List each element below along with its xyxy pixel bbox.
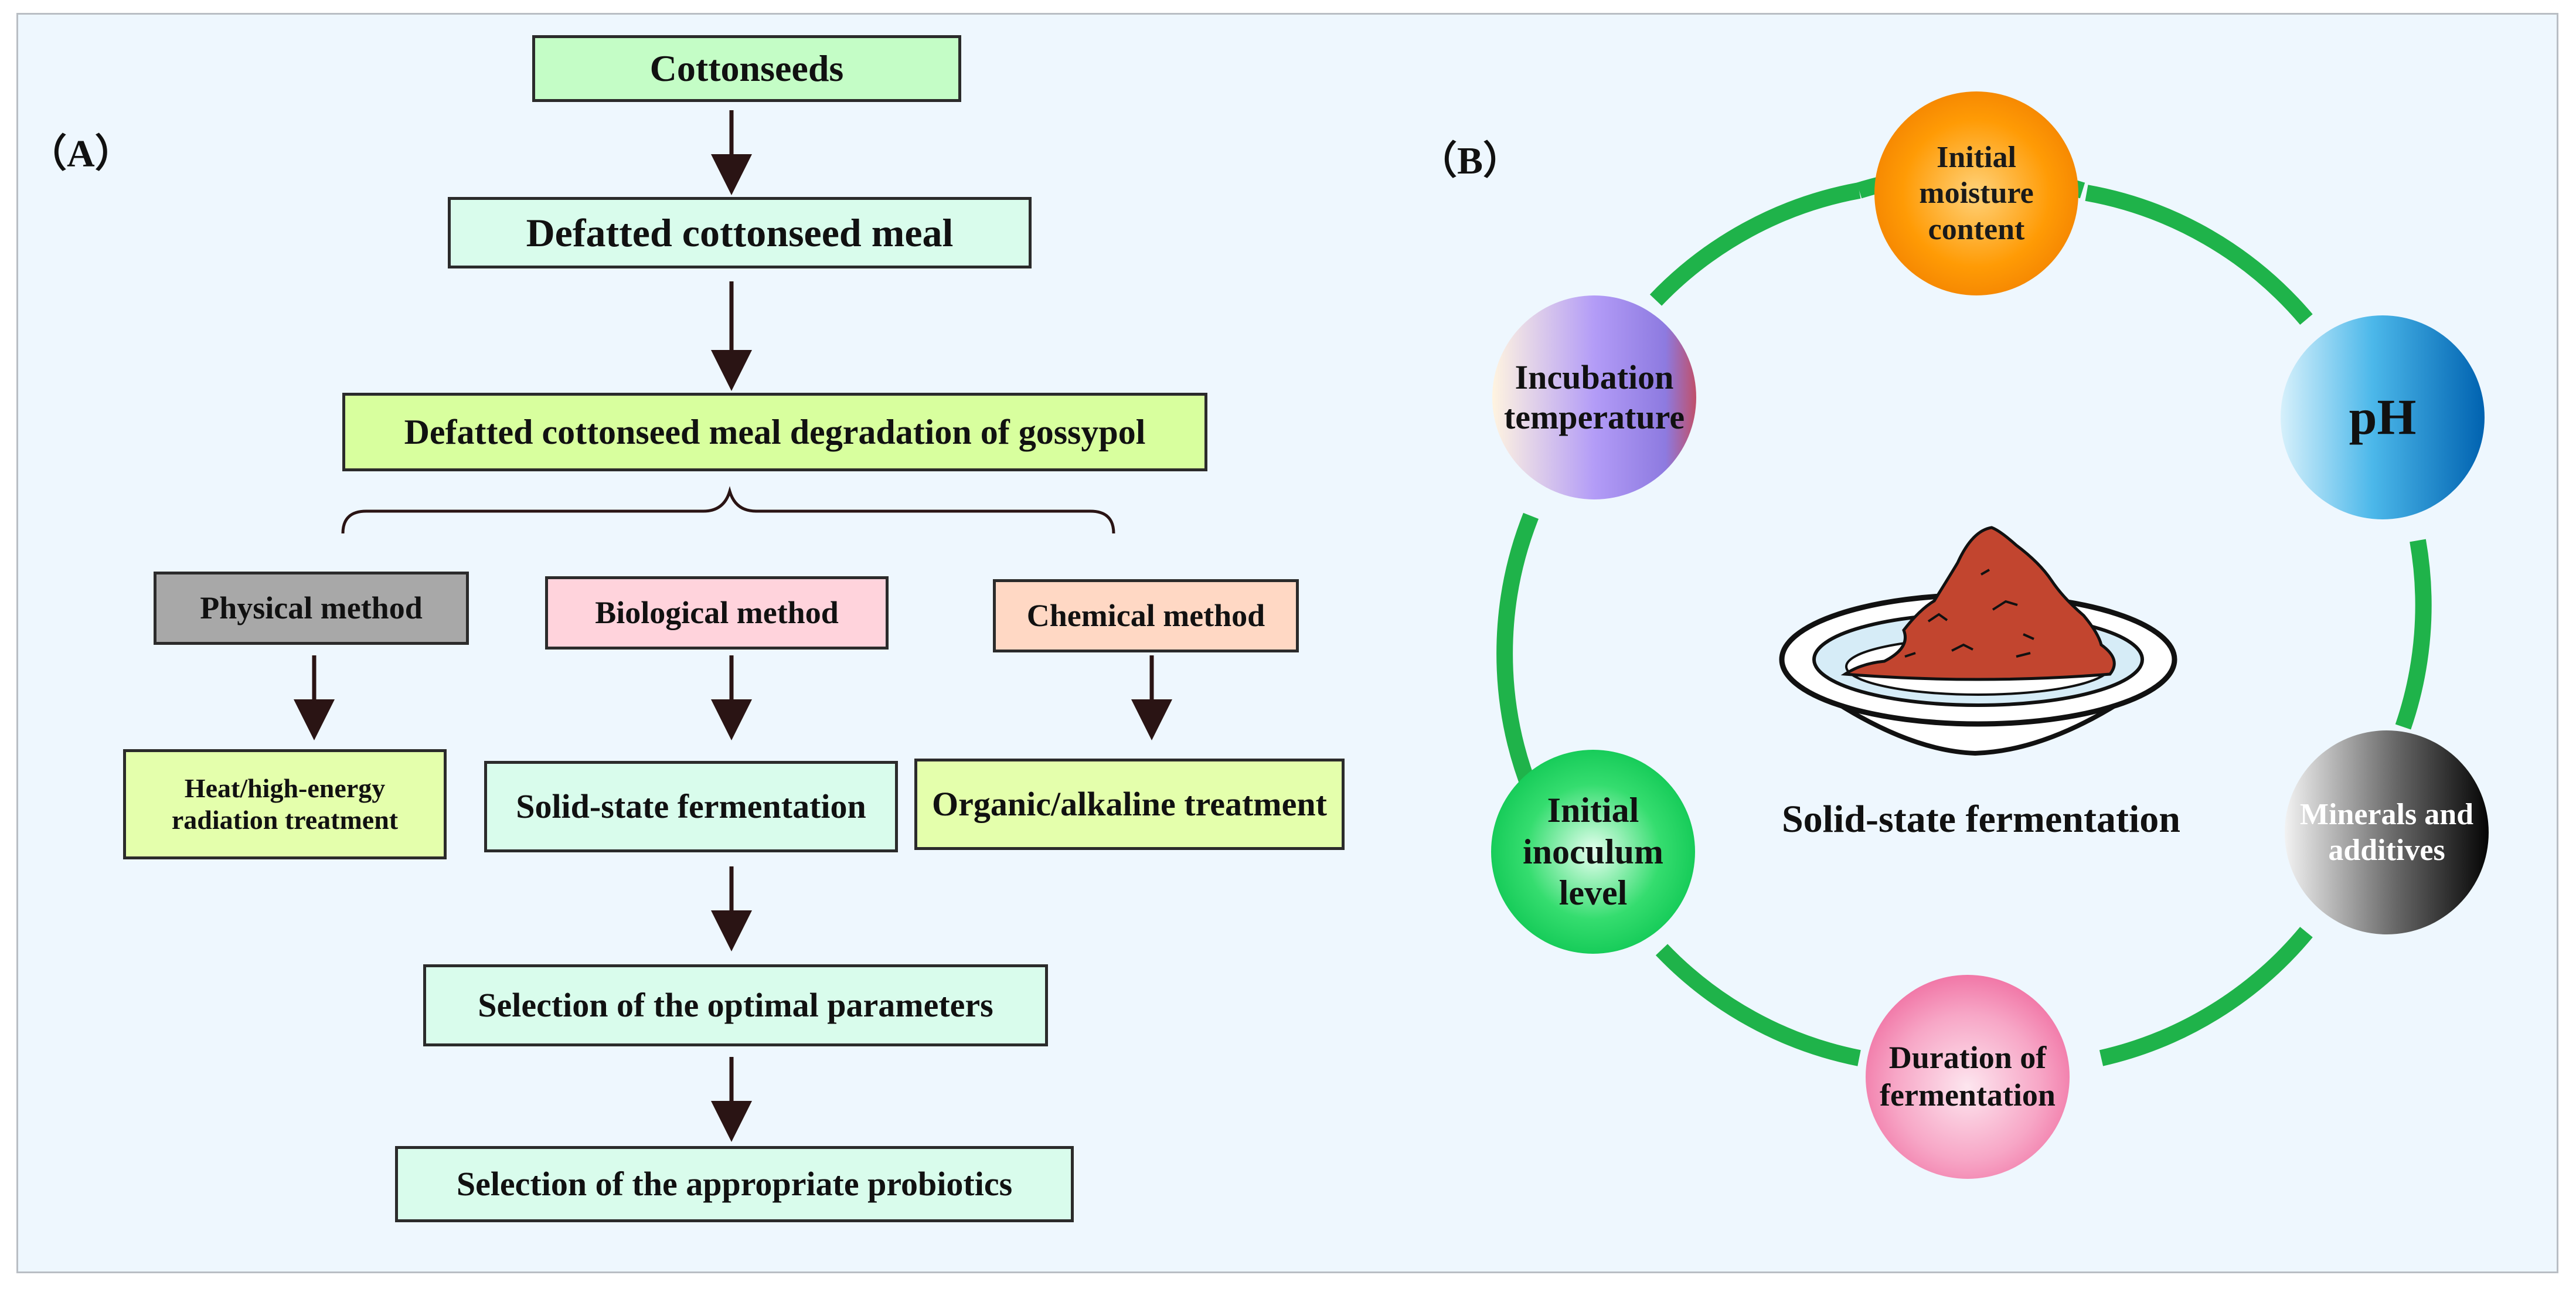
bowl-illustration (1779, 526, 2177, 756)
panel-a-label: （A） (28, 132, 134, 175)
factor-temperature-label: Incubation temperature (1503, 358, 1685, 436)
solid-state-fermentation-title: Solid-state fermentation (1781, 798, 2181, 841)
ring-arc-4 (2099, 927, 2313, 1066)
chemical-treatment-box: Organic/alkaline treatment (914, 759, 1345, 850)
biological-method-box: Biological method (545, 576, 889, 650)
factor-minerals-label: Minerals and additives (2299, 797, 2474, 867)
factor-moisture-label: Initial moisture content (1919, 140, 2034, 246)
degradation-box: Defatted cottonseed meal degradation of … (342, 393, 1207, 471)
ring-arc-2 (2085, 185, 2313, 325)
circle-ph (2281, 315, 2485, 519)
panel-b-label: （B） (1418, 140, 1522, 182)
appropriate-probiotics-box: Selection of the appropriate probiotics (395, 1146, 1074, 1222)
defatted-meal-box: Defatted cottonseed meal (448, 197, 1032, 268)
physical-method-box: Physical method (154, 572, 469, 645)
factor-duration-label: Duration of fermentation (1880, 1040, 2056, 1113)
flow-arrows (294, 110, 1172, 1142)
ring-arc-5 (1655, 944, 1861, 1066)
ring-arc-7 (1649, 182, 1861, 306)
fermentation-treatment-box: Solid-state fermentation (484, 761, 898, 852)
circle-duration (1866, 975, 2070, 1179)
optimal-parameters-box: Selection of the optimal parameters (423, 964, 1048, 1046)
factor-ph-label: pH (2349, 389, 2417, 446)
circle-minerals (2285, 730, 2489, 934)
circle-moisture (1874, 91, 2078, 295)
cottonseeds-box: Cottonseeds (532, 35, 961, 102)
physical-treatment-box: Heat/high-energy radiation treatment (123, 749, 447, 859)
factor-inoculum-label: Initial inoculum level (1522, 790, 1664, 913)
chemical-method-box: Chemical method (993, 579, 1299, 652)
circle-temperature (1492, 295, 1696, 499)
ring-arc-3 (2395, 539, 2432, 730)
ring-arc-6 (1496, 512, 1539, 795)
brace (341, 486, 1115, 534)
powder-mound (1840, 526, 2116, 681)
circle-inoculum (1491, 750, 1695, 954)
